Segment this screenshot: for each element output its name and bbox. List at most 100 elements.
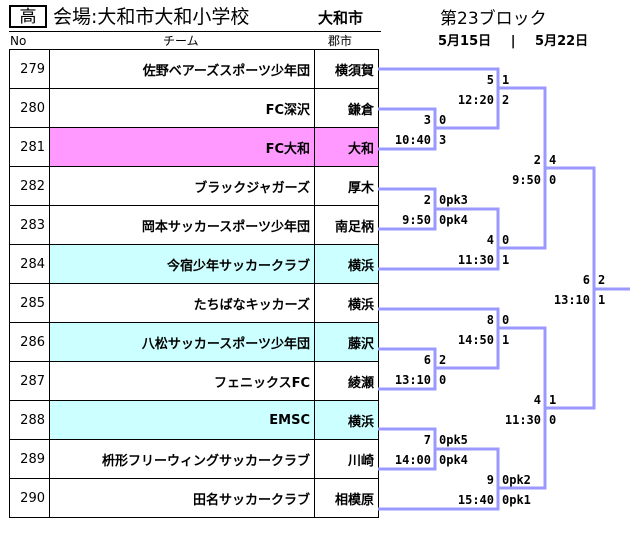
- score-bottom: 0: [549, 173, 557, 187]
- game-number: 6: [582, 273, 590, 287]
- team-number: 282: [9, 166, 50, 206]
- game-number: 4: [533, 393, 541, 407]
- score-top: 0: [502, 313, 510, 327]
- game-number: 8: [486, 313, 494, 327]
- match-dates: 5月15日 | 5月22日: [438, 34, 588, 50]
- score-bottom: 0pk4: [439, 453, 468, 467]
- score-bottom: 2: [502, 93, 510, 107]
- header-underline: [9, 31, 381, 32]
- team-number: 290: [9, 478, 50, 518]
- kickoff-time: 9:50: [512, 173, 541, 187]
- team-city: 藤沢: [314, 322, 379, 362]
- team-city: 大和: [314, 127, 379, 167]
- game-number: 5: [486, 73, 494, 87]
- team-name: EMSC: [49, 400, 315, 440]
- team-name: 枡形フリーウィングサッカークラブ: [49, 439, 315, 479]
- bracket-line: [498, 326, 547, 490]
- game-number: 2: [423, 193, 431, 207]
- game-number: 9: [486, 473, 494, 487]
- date-2: 5月22日: [535, 34, 589, 49]
- score-bottom: 0pk4: [439, 213, 468, 227]
- team-city: 横浜: [314, 283, 379, 323]
- team-name: 佐野ベアーズスポーツ少年団: [49, 49, 315, 89]
- team-city: 川崎: [314, 439, 379, 479]
- bracket-line: [498, 86, 547, 250]
- kickoff-time: 10:40: [394, 133, 431, 147]
- team-number: 283: [9, 205, 50, 245]
- score-bottom: 3: [439, 133, 447, 147]
- bracket-line: [378, 347, 437, 391]
- team-city: 南足柄: [314, 205, 379, 245]
- team-number: 281: [9, 127, 50, 167]
- team-number: 286: [9, 322, 50, 362]
- score-top: 2: [439, 353, 447, 367]
- game-number: 2: [533, 153, 541, 167]
- game-number: 6: [423, 353, 431, 367]
- bracket-line: [378, 67, 500, 130]
- venue-title: 会場:大和市大和小学校: [53, 6, 250, 28]
- game-number: 3: [423, 113, 431, 127]
- column-header-team: チーム: [163, 34, 199, 48]
- bracket-line: [378, 207, 500, 271]
- team-number: 284: [9, 244, 50, 284]
- score-bottom: 0: [549, 413, 557, 427]
- team-name: FC深沢: [49, 88, 315, 128]
- team-city: 横浜: [314, 400, 379, 440]
- date-1: 5月15日: [438, 34, 492, 49]
- kickoff-time: 15:40: [457, 493, 494, 507]
- team-number: 289: [9, 439, 50, 479]
- score-bottom: 0pk1: [502, 493, 531, 507]
- kickoff-time: 14:50: [457, 333, 494, 347]
- score-top: 0pk5: [439, 433, 468, 447]
- kickoff-time: 14:00: [394, 453, 431, 467]
- column-header-no: No: [10, 34, 27, 48]
- team-city: 横須賀: [314, 49, 379, 89]
- grade-badge: 高: [9, 5, 47, 28]
- team-city: 綾瀬: [314, 361, 379, 401]
- game-number: 4: [486, 233, 494, 247]
- score-top: 1: [502, 73, 510, 87]
- team-city: 相模原: [314, 478, 379, 518]
- team-city: 横浜: [314, 244, 379, 284]
- bracket-line: [378, 307, 500, 370]
- team-name: 岡本サッカースポーツ少年団: [49, 205, 315, 245]
- team-name: 今宿少年サッカークラブ: [49, 244, 315, 284]
- score-top: 1: [549, 393, 557, 407]
- score-top: 0: [502, 233, 510, 247]
- bracket-line: [378, 447, 500, 511]
- host-city: 大和市: [318, 9, 364, 27]
- kickoff-time: 11:30: [457, 253, 494, 267]
- team-name: 八松サッカースポーツ少年団: [49, 322, 315, 362]
- team-number: 287: [9, 361, 50, 401]
- score-bottom: 1: [502, 253, 510, 267]
- score-top: 0: [439, 113, 447, 127]
- team-name: 田名サッカークラブ: [49, 478, 315, 518]
- score-bottom: 1: [598, 293, 606, 307]
- score-top: 0pk2: [502, 473, 531, 487]
- score-top: 4: [549, 153, 557, 167]
- team-number: 280: [9, 88, 50, 128]
- block-title: 第23ブロック: [440, 9, 547, 29]
- score-top: 2: [598, 273, 606, 287]
- team-city: 厚木: [314, 166, 379, 206]
- score-bottom: 0: [439, 373, 447, 387]
- kickoff-time: 13:10: [553, 293, 590, 307]
- kickoff-time: 13:10: [394, 373, 431, 387]
- team-name: FC大和: [49, 127, 315, 167]
- kickoff-time: 12:20: [457, 93, 494, 107]
- date-separator: |: [510, 34, 516, 49]
- column-header-city: 郡市: [328, 34, 353, 48]
- score-top: 0pk3: [439, 193, 468, 207]
- kickoff-time: 9:50: [402, 213, 431, 227]
